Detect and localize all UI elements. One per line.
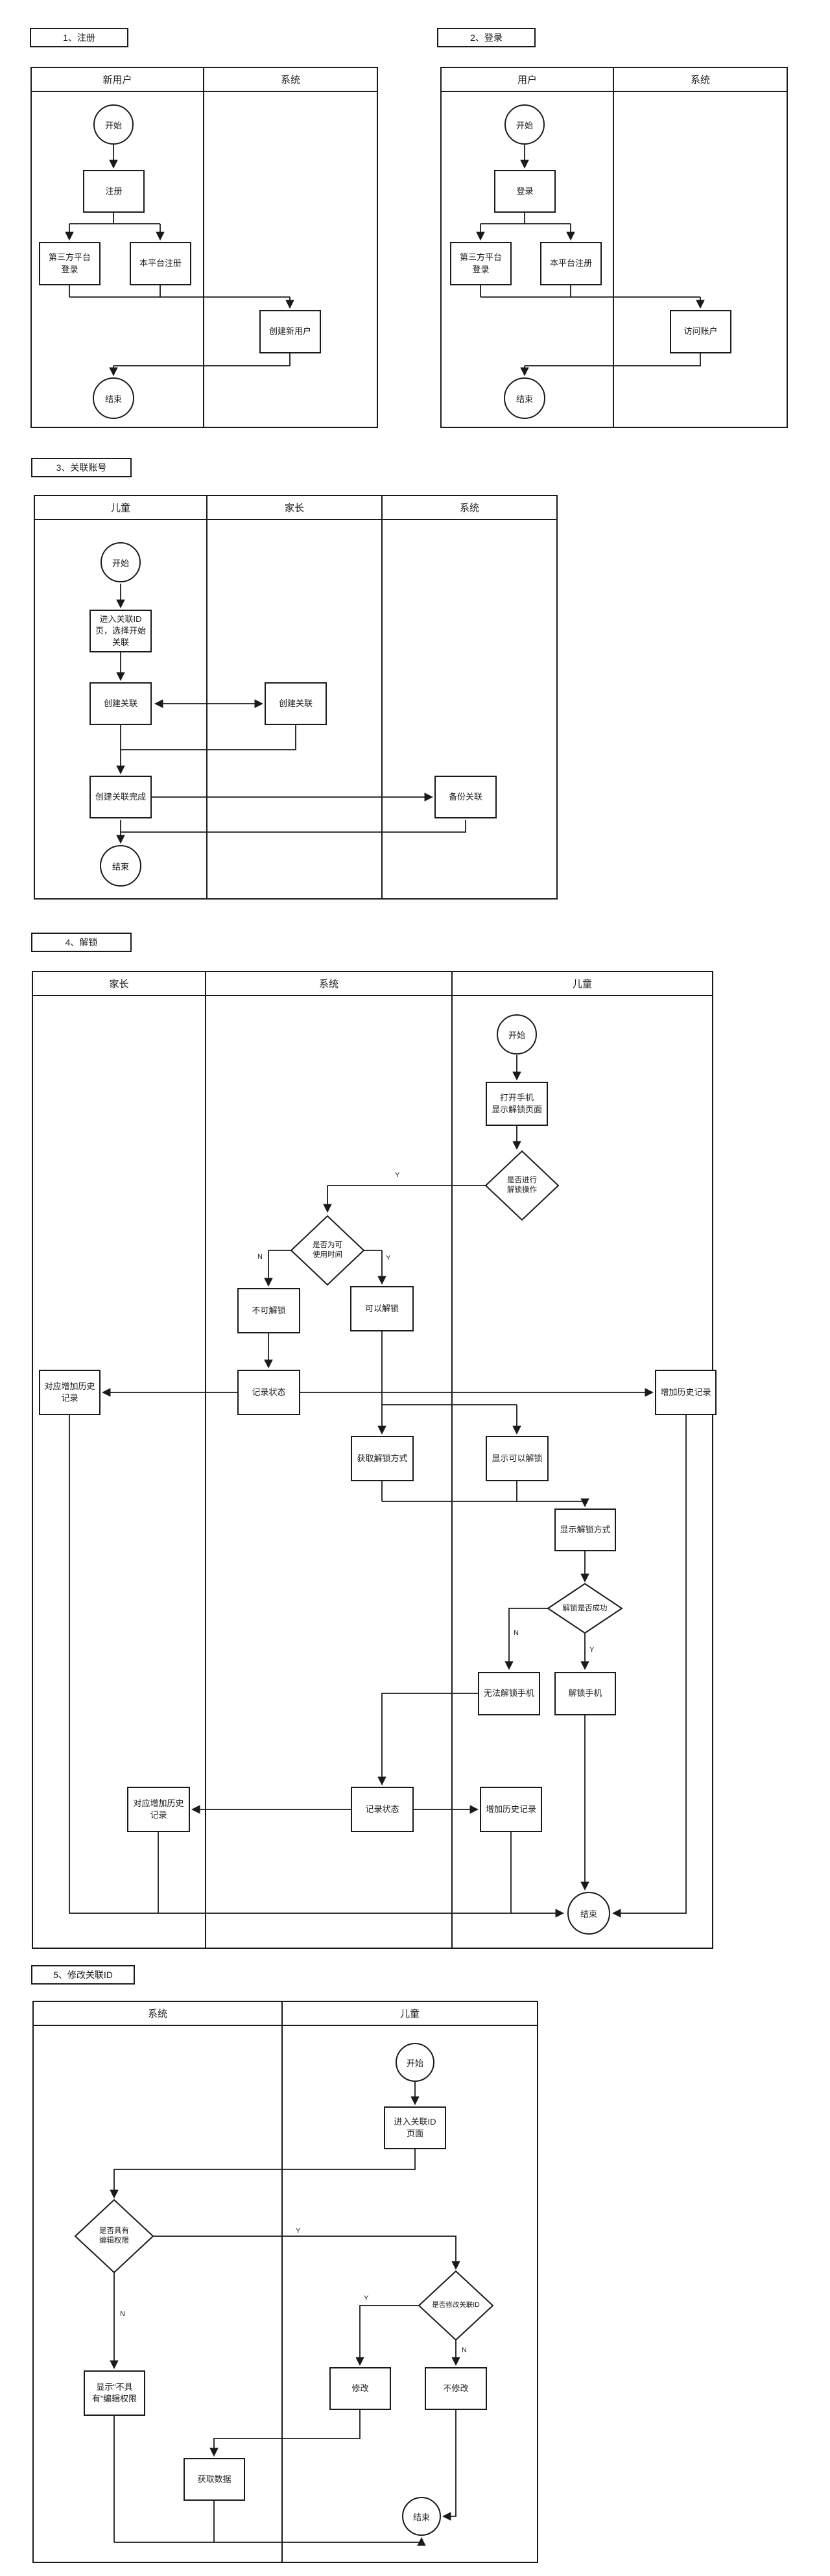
d5-enter-id-page-node: 进入关联ID 页面: [384, 2106, 446, 2149]
d4-cannot-unlock-node: 不可解锁: [237, 1288, 300, 1333]
diagram3-lane-system: 系统: [383, 496, 556, 898]
d5-decision-modify-id-label: 是否修改关联ID: [432, 2301, 480, 2309]
diagram5-lane-header-child: 儿童: [283, 2002, 537, 2026]
diagram4-lane-header-system: 系统: [206, 972, 451, 996]
diagram2-lane-user: 用户: [442, 68, 614, 427]
d5-branch-no-1: N: [119, 2310, 126, 2318]
diagram2-title: 2、登录: [437, 28, 536, 47]
diagram4-lane-system: 系统: [206, 972, 453, 1948]
d4-decision-unlock-success-label: 解锁是否成功: [562, 1604, 608, 1612]
diagram3-title: 3、关联账号: [31, 458, 132, 477]
diagram3-lane-header-child: 儿童: [35, 496, 206, 520]
diagram4-lane-header-child: 儿童: [453, 972, 712, 996]
d5-no-permission-node: 显示“不具 有”编辑权限: [84, 2370, 145, 2416]
d3-start-node: 开始: [101, 542, 141, 582]
d5-not-modify-node: 不修改: [425, 2367, 487, 2410]
decision-unlock-operation-shape: [484, 1150, 560, 1221]
d2-platform-register-node: 本平台注册: [540, 242, 602, 285]
diagram4-lane-parent: 家长: [33, 972, 206, 1948]
d5-branch-no-2: N: [461, 2346, 468, 2354]
d5-start-node: 开始: [396, 2043, 434, 2082]
diagram1-lane-header-new-user: 新用户: [32, 68, 203, 92]
d2-start-node: 开始: [504, 104, 545, 145]
diagram5-lane-system: 系统: [34, 2002, 283, 2562]
diagram3-lane-parent: 家长: [208, 496, 383, 898]
d4-decision-unlock-operation-label: 是否进行 解锁操作: [507, 1176, 537, 1194]
d4-show-unlock-method-node: 显示解锁方式: [554, 1509, 616, 1551]
decision-edit-permission-shape: [74, 2199, 154, 2274]
diagram1-lane-system: 系统: [204, 68, 377, 427]
diagram4-title: 4、解锁: [31, 933, 132, 952]
d4-unlock-phone-node: 解锁手机: [554, 1672, 616, 1715]
d3-association-complete-node: 创建关联完成: [89, 776, 152, 818]
d3-enter-id-page-node: 进入关联ID 页，选择开始 关联: [89, 610, 152, 652]
d4-branch-no-1: N: [257, 1253, 263, 1261]
diagram2-lane-system: 系统: [614, 68, 787, 427]
d3-end-node: 结束: [100, 845, 141, 887]
diagram3-lane-header-system: 系统: [383, 496, 556, 520]
diagram4-lane-child: 儿童: [453, 972, 712, 1948]
d4-start-node: 开始: [497, 1014, 537, 1055]
d5-get-data-node: 获取数据: [184, 2458, 245, 2501]
d4-branch-no-2: N: [513, 1629, 519, 1637]
decision-usable-time-shape: [290, 1215, 365, 1286]
d5-decision-edit-permission-label: 是否具有 编辑权限: [99, 2227, 129, 2245]
d1-start-node: 开始: [93, 104, 134, 145]
d4-open-phone-node: 打开手机 显示解锁页面: [486, 1082, 548, 1126]
d4-decision-usable-time-label: 是否为可 使用时间: [313, 1241, 342, 1259]
diagram1-lane-header-system: 系统: [204, 68, 377, 92]
d4-record-status-2-node: 记录状态: [351, 1787, 414, 1832]
d1-create-user-node: 创建新用户: [259, 310, 321, 353]
d4-get-unlock-method-node: 获取解锁方式: [351, 1436, 414, 1481]
d4-branch-yes-2: Y: [385, 1254, 392, 1262]
decision-unlock-success-shape: [547, 1582, 623, 1634]
diagram5-lane-child: 儿童: [283, 2002, 537, 2562]
d4-parent-history-2-node: 对应增加历史 记录: [127, 1787, 190, 1832]
d2-third-party-login-node: 第三方平台 登录: [450, 242, 512, 285]
d4-show-can-unlock-node: 显示可以解锁: [486, 1436, 549, 1481]
d4-end-node: 结束: [567, 1892, 610, 1935]
d1-third-party-login-node: 第三方平台 登录: [39, 242, 101, 285]
diagram1-lane-new-user: 新用户: [32, 68, 204, 427]
d4-branch-yes-1: Y: [394, 1171, 401, 1179]
d2-end-node: 结束: [504, 377, 545, 419]
d4-record-status-1-node: 记录状态: [237, 1370, 300, 1415]
d4-child-history-2-node: 增加历史记录: [480, 1787, 542, 1832]
d4-branch-yes-3: Y: [589, 1646, 595, 1654]
d4-fail-unlock-node: 无法解锁手机: [478, 1672, 540, 1715]
d3-create-association-child-node: 创建关联: [89, 682, 152, 725]
d5-modify-node: 修改: [329, 2367, 391, 2410]
d5-branch-yes-1: Y: [295, 2227, 302, 2235]
diagram5-title: 5、修改关联ID: [31, 1965, 135, 1985]
diagram2-lane-header-system: 系统: [614, 68, 787, 92]
d3-backup-association-node: 备份关联: [434, 776, 497, 818]
d5-branch-yes-2: Y: [363, 2295, 370, 2302]
d1-end-node: 结束: [93, 377, 134, 419]
diagram1-title: 1、注册: [30, 28, 128, 47]
d2-access-account-node: 访问账户: [670, 310, 731, 353]
d2-login-node: 登录: [494, 170, 556, 213]
d5-end-node: 结束: [402, 2497, 441, 2536]
diagram4-lane-header-parent: 家长: [33, 972, 205, 996]
diagram2-lane-header-user: 用户: [442, 68, 613, 92]
d4-parent-history-1-node: 对应增加历史 记录: [39, 1370, 101, 1415]
diagram3-lane-header-parent: 家长: [208, 496, 381, 520]
d3-create-association-parent-node: 创建关联: [265, 682, 327, 725]
d4-can-unlock-node: 可以解锁: [350, 1286, 414, 1331]
d1-platform-register-node: 本平台注册: [130, 242, 191, 285]
d4-child-history-1-node: 增加历史记录: [655, 1370, 717, 1415]
decision-modify-id-shape: [418, 2270, 494, 2341]
diagram3-lane-child: 儿童: [35, 496, 208, 898]
d1-register-node: 注册: [83, 170, 145, 213]
diagram5-lane-header-system: 系统: [34, 2002, 281, 2026]
